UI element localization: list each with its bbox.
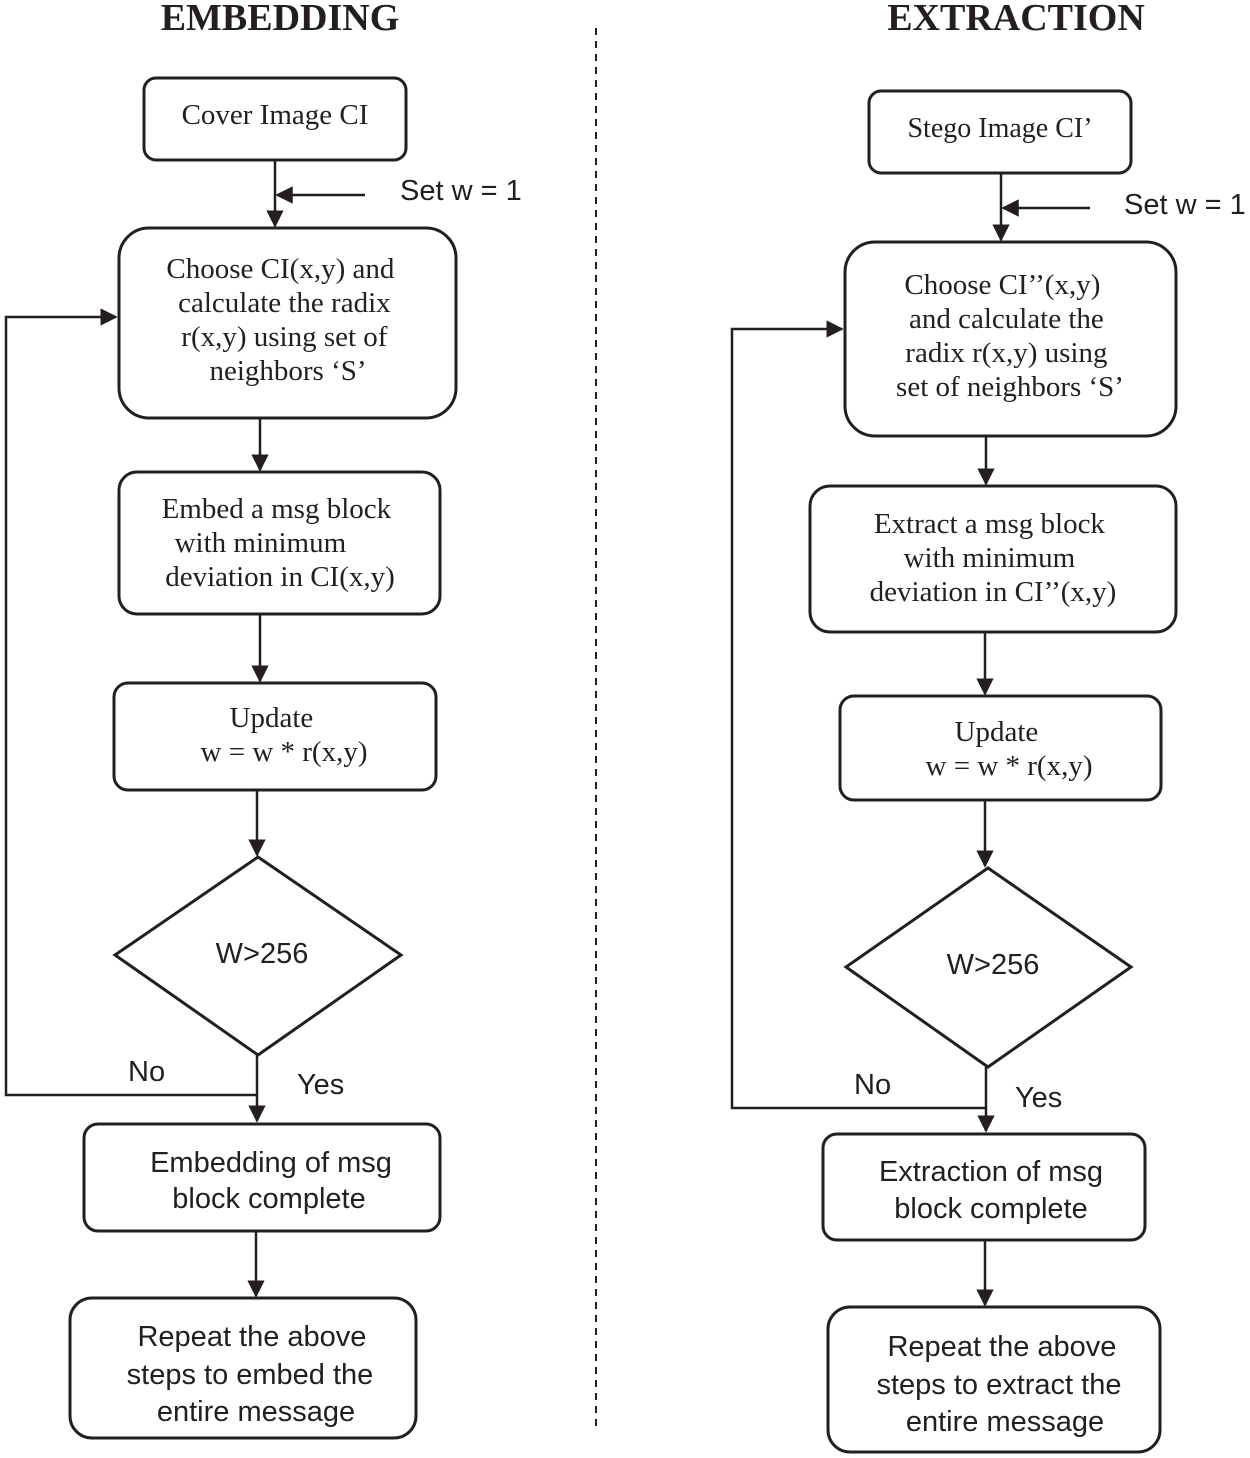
extract-start-label: Stego Image CI’	[907, 113, 1092, 144]
extract-decision-label: W>256	[947, 949, 1040, 981]
embed-complete-text: Embedding of msg block complete	[150, 1147, 400, 1215]
extract-choose-line-2: and calculate the	[909, 303, 1104, 335]
extract-yes-label: Yes	[1015, 1082, 1062, 1114]
embed-update-text: Update w = w * r(x,y)	[201, 702, 368, 768]
embed-update-box	[112, 681, 438, 792]
extract-choose-line-4: set of neighbors ‘S’	[896, 371, 1124, 403]
extract-choose-line-3: radix r(x,y) using	[905, 337, 1107, 369]
extraction-flow: Stego Image CI’ Set w = 1 Choose CI’’(x,…	[730, 89, 1246, 1454]
extract-update-line-2: w = w * r(x,y)	[926, 750, 1093, 782]
embed-yes-label: Yes	[297, 1069, 344, 1101]
embed-msg-box	[117, 470, 442, 616]
extract-update-box	[838, 694, 1163, 802]
embed-repeat-line-1: Repeat the above	[137, 1321, 366, 1353]
embed-start-label: Cover Image CI	[182, 99, 369, 131]
extract-update-line-1: Update	[955, 716, 1039, 748]
extract-repeat-line-3: entire message	[906, 1406, 1104, 1438]
embed-msg-text: Embed a msg block with minimum deviation…	[162, 493, 399, 593]
extract-complete-line-1: Extraction of msg	[879, 1156, 1103, 1188]
embed-update-line-2: w = w * r(x,y)	[201, 736, 368, 768]
extract-decision-diamond	[843, 866, 1134, 1069]
embed-repeat-box	[68, 1296, 418, 1440]
embed-msg-line-2: with minimum	[175, 527, 347, 559]
embed-set-w-label: Set w = 1	[400, 175, 522, 207]
extract-choose-line-1: Choose CI’’(x,y)	[904, 269, 1100, 301]
embed-repeat-line-2: steps to embed the	[127, 1359, 374, 1391]
embed-choose-text: Choose CI(x,y) and calculate the radix r…	[166, 253, 401, 387]
extract-msg-line-3: deviation in CI’’(x,y)	[870, 576, 1117, 608]
extract-complete-text: Extraction of msg block complete	[879, 1156, 1111, 1225]
extract-no-loop	[730, 320, 986, 1110]
extract-no-label: No	[854, 1069, 891, 1101]
extract-msg-line-1: Extract a msg block	[874, 508, 1106, 540]
embed-choose-line-1: Choose CI(x,y) and	[166, 253, 394, 285]
extract-set-w-label: Set w = 1	[1124, 189, 1246, 221]
extract-repeat-line-2: steps to extract the	[876, 1369, 1121, 1401]
extract-msg-text: Extract a msg block with minimum deviati…	[870, 508, 1117, 608]
embed-update-line-1: Update	[230, 702, 314, 734]
extract-choose-text: Choose CI’’(x,y) and calculate the radix…	[896, 269, 1124, 403]
embed-choose-line-3: r(x,y) using set of	[181, 321, 388, 353]
embedding-flow: Cover Image CI Set w = 1 Choose CI(x,y) …	[4, 76, 522, 1440]
embed-repeat-text: Repeat the above steps to embed the enti…	[127, 1321, 382, 1428]
embed-choose-box	[117, 226, 458, 420]
extract-repeat-box	[826, 1305, 1162, 1454]
embed-choose-line-2: calculate the radix	[178, 287, 391, 319]
extract-complete-line-2: block complete	[894, 1193, 1087, 1225]
embed-decision-label: W>256	[216, 938, 309, 970]
embed-no-label: No	[128, 1056, 165, 1088]
embed-msg-line-1: Embed a msg block	[162, 493, 392, 525]
extract-repeat-line-1: Repeat the above	[887, 1331, 1116, 1363]
embed-msg-line-3: deviation in CI(x,y)	[165, 561, 395, 593]
extract-repeat-text: Repeat the above steps to extract the en…	[876, 1331, 1129, 1438]
embed-no-loop	[4, 308, 257, 1097]
embed-complete-line-1: Embedding of msg	[150, 1147, 392, 1179]
embed-choose-line-4: neighbors ‘S’	[209, 355, 366, 387]
embed-repeat-line-3: entire message	[157, 1396, 355, 1428]
embedding-heading: EMBEDDING	[161, 0, 400, 39]
extract-update-text: Update w = w * r(x,y)	[926, 716, 1093, 782]
extraction-heading: EXTRACTION	[887, 0, 1145, 39]
embed-complete-box	[82, 1122, 442, 1233]
embed-complete-line-2: block complete	[172, 1183, 365, 1215]
extract-msg-line-2: with minimum	[904, 542, 1076, 574]
extract-choose-box	[843, 240, 1178, 438]
extract-msg-box	[808, 484, 1178, 634]
